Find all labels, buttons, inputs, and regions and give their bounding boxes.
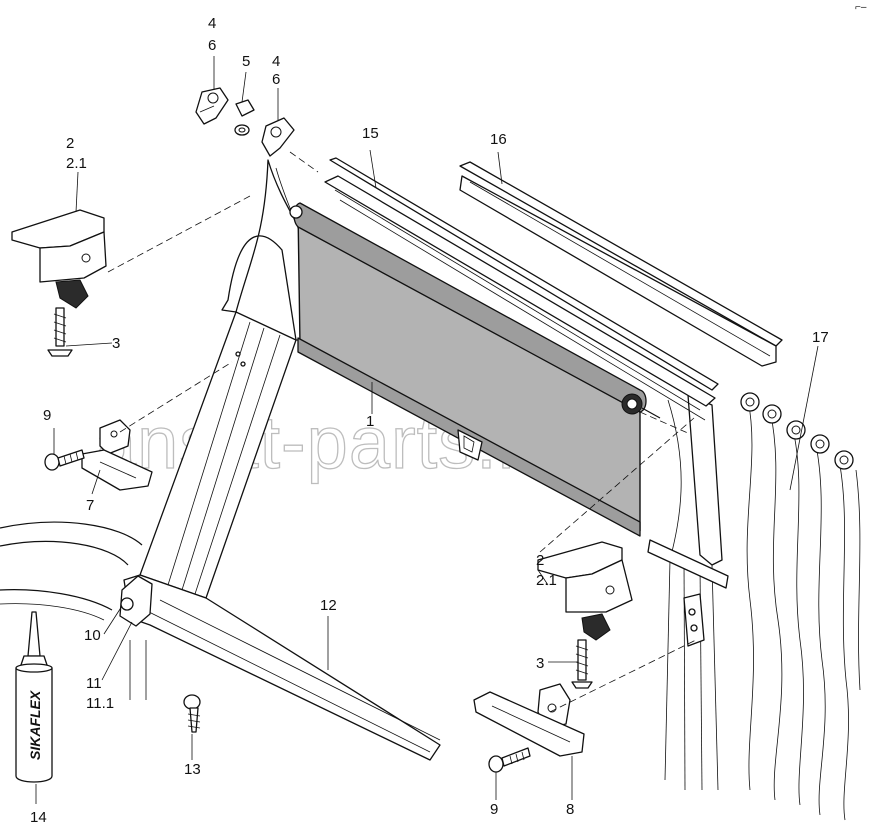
callout-5: 5 [242, 53, 250, 70]
roller-blind-1 [289, 202, 661, 537]
corner-mark: ⌐– [855, 2, 867, 13]
clip-4-6-left [195, 87, 229, 125]
callout-6: 6 [208, 37, 216, 54]
curtain-17 [740, 392, 861, 821]
hook-bracket-8 [473, 683, 585, 757]
callout-1: 1 [366, 413, 374, 430]
hook-bracket-7 [81, 419, 153, 491]
callout-11: 11 [86, 675, 102, 692]
screw-9-right [488, 747, 531, 773]
leader-lines [35, 56, 819, 804]
callout-6: 6 [272, 71, 280, 88]
screw-9-left [44, 449, 85, 471]
callout-8: 8 [566, 801, 574, 818]
callout-3: 3 [536, 655, 544, 672]
callout-3: 3 [112, 335, 120, 352]
bracket-2-right [537, 541, 633, 641]
callout-2: 2 [536, 552, 544, 569]
callout-9: 9 [490, 801, 498, 818]
clip-4-6-right [261, 117, 295, 157]
bracket-2-left [11, 209, 107, 309]
callout-12: 12 [320, 597, 337, 614]
windshield-outline [0, 521, 147, 700]
right-side-frame [647, 394, 729, 791]
callout-2: 2 [66, 135, 74, 152]
callout-9: 9 [43, 407, 51, 424]
cap-5 [234, 99, 255, 136]
callout-2-1: 2.1 [536, 572, 557, 589]
callout-4: 4 [208, 15, 216, 32]
rail-15 [324, 157, 719, 421]
callout-labels: 4 6 5 4 6 2 2.1 3 15 16 17 9 7 1 2 2.1 3… [30, 15, 829, 826]
callout-13: 13 [184, 761, 201, 778]
callout-7: 7 [86, 497, 94, 514]
callout-14: 14 [30, 809, 47, 826]
profile-strip-16 [459, 161, 783, 367]
callout-15: 15 [362, 125, 379, 142]
callout-4: 4 [272, 53, 280, 70]
sealant-tube-14: SIKAFLEX [15, 611, 53, 783]
callout-10: 10 [84, 627, 101, 644]
sealant-tube-label: SIKAFLEX [27, 689, 43, 760]
screw-13 [183, 694, 201, 733]
alignment-lines [107, 151, 697, 713]
callout-16: 16 [490, 131, 507, 148]
callout-17: 17 [812, 329, 829, 346]
screw-3-left [47, 307, 73, 357]
cab-frame [119, 159, 441, 761]
curtain-hooks [740, 392, 854, 470]
callout-11-1: 11.1 [86, 695, 114, 712]
callout-2-1: 2.1 [66, 155, 87, 172]
screw-3-right [571, 639, 593, 689]
